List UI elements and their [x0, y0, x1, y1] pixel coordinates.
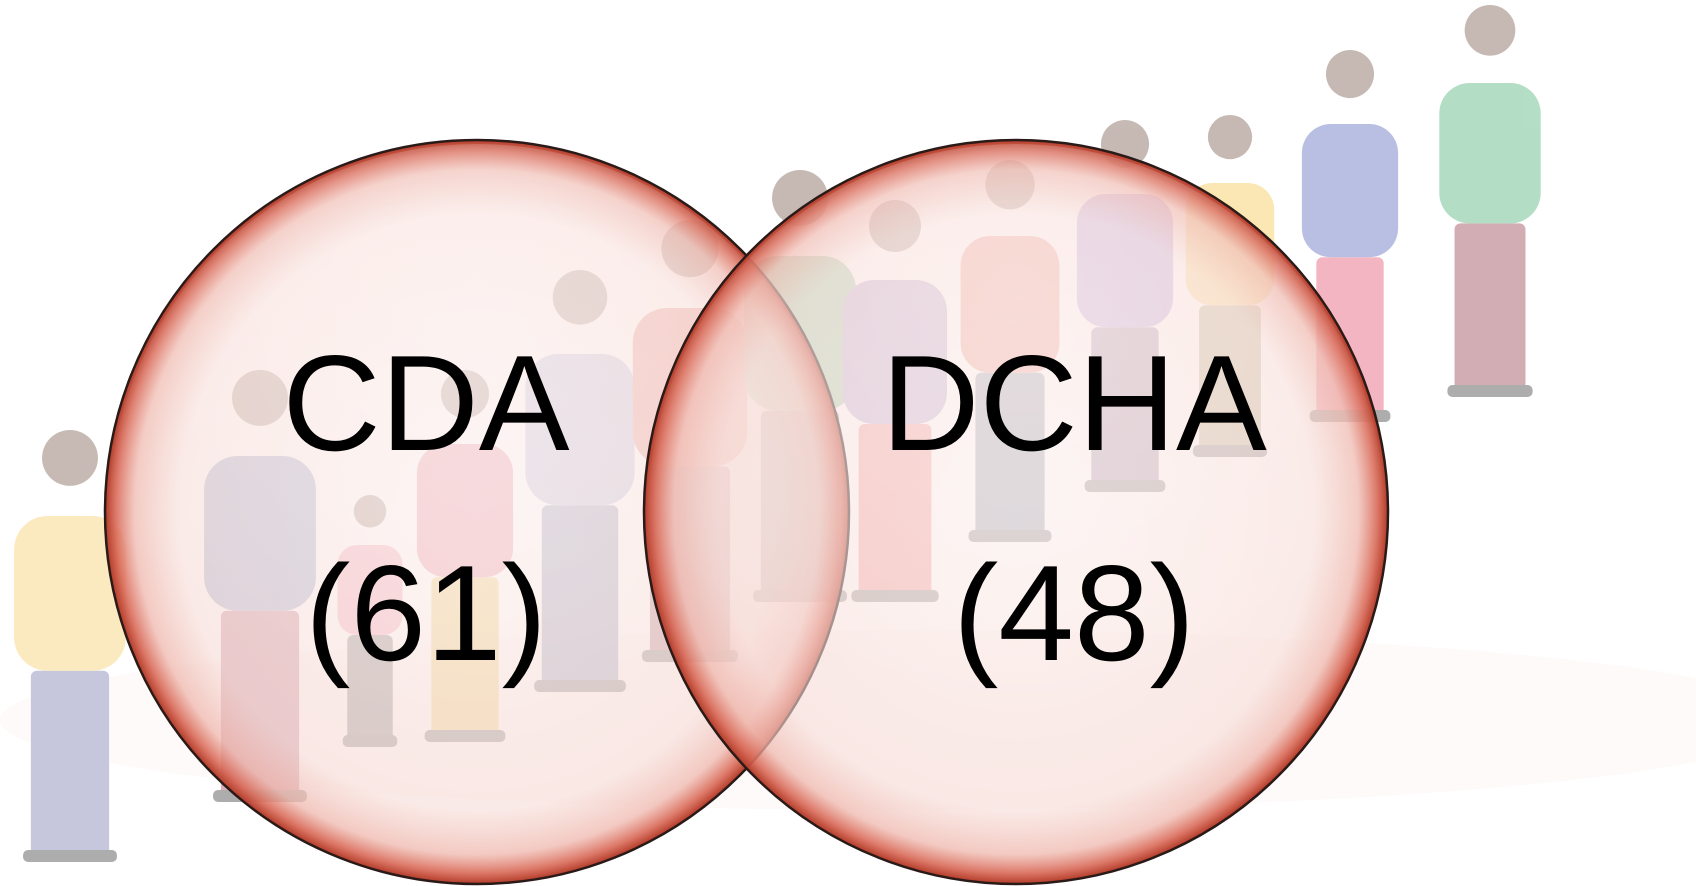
set-label-cda: CDA	[282, 327, 569, 479]
circle-dcha-highlight	[648, 144, 1384, 880]
crowd-person	[14, 430, 126, 862]
set-count-cda: (61)	[305, 537, 547, 689]
circle-cda-highlight	[109, 144, 845, 880]
set-count-dcha: (48)	[953, 537, 1195, 689]
crowd-person	[1439, 5, 1541, 397]
set-label-dcha: DCHA	[881, 327, 1267, 479]
